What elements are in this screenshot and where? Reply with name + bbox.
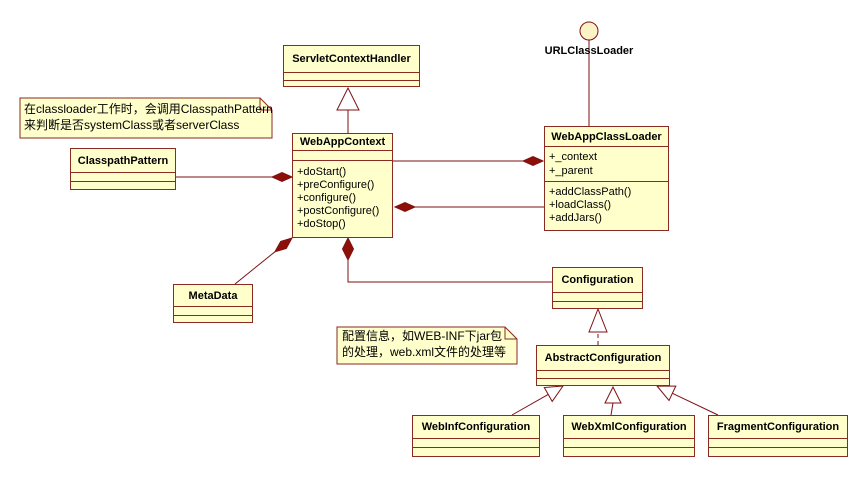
note-line: 在classloader工作时，会调用ClasspathPattern (24, 102, 273, 116)
class-attributes-compartment (174, 307, 252, 316)
class-methods-compartment: +addClassPath() +loadClass() +addJars() (545, 182, 668, 230)
interface-lollipop-circle (579, 21, 599, 41)
edge-webinfconfiguration-abstractconfiguration[interactable] (511, 385, 565, 416)
class-webxmlconfiguration[interactable]: WebXmlConfiguration (563, 415, 695, 457)
note-classloader-shape[interactable] (19, 97, 273, 139)
class-attributes-compartment: +_context +_parent (545, 147, 668, 182)
method: +addJars() (549, 212, 602, 224)
class-methods-compartment (537, 379, 669, 385)
class-webinfconfiguration[interactable]: WebInfConfiguration (412, 415, 540, 457)
class-attributes-compartment (564, 439, 694, 448)
class-webappcontext[interactable]: WebAppContext +doStart() +preConfigure()… (292, 133, 393, 238)
class-title: WebInfConfiguration (413, 416, 539, 439)
class-attributes-compartment (284, 73, 419, 81)
class-attributes-compartment (293, 151, 392, 161)
edge-abstractconfiguration-configuration[interactable] (588, 307, 608, 345)
edge-webappcontext-configuration[interactable] (341, 236, 553, 283)
class-title: AbstractConfiguration (537, 346, 669, 371)
class-methods-compartment (284, 81, 419, 86)
class-classpathpattern[interactable]: ClasspathPattern (70, 148, 176, 190)
class-title: MetaData (174, 285, 252, 307)
method: +configure() (297, 192, 357, 204)
class-metadata[interactable]: MetaData (173, 284, 253, 323)
edge-webappcontext-servletcontexthandler[interactable] (336, 86, 360, 133)
class-servletcontexthandler[interactable]: ServletContextHandler (283, 45, 420, 87)
method: +postConfigure() (297, 205, 380, 217)
note-classloader-text: 在classloader工作时，会调用ClasspathPattern 来判断是… (24, 101, 273, 133)
attribute: +_context (549, 151, 598, 163)
class-attributes-compartment (709, 439, 847, 448)
edge-classpathpattern-webappcontext[interactable] (176, 171, 294, 183)
class-title: WebAppClassLoader (545, 127, 668, 147)
class-title: Configuration (553, 268, 642, 293)
urlclassloader-interface-label: URLClassLoader (544, 45, 634, 57)
class-methods-compartment (71, 182, 175, 189)
class-title: ClasspathPattern (71, 149, 175, 173)
class-abstractconfiguration[interactable]: AbstractConfiguration (536, 345, 670, 386)
class-attributes-compartment (537, 371, 669, 379)
method: +doStart() (297, 166, 347, 178)
class-attributes-compartment (553, 293, 642, 302)
class-methods-compartment (564, 448, 694, 456)
class-methods-compartment: +doStart() +preConfigure() +configure() … (293, 161, 392, 237)
class-methods-compartment (553, 302, 642, 308)
class-title: WebAppContext (293, 134, 392, 151)
class-title: FragmentConfiguration (709, 416, 847, 439)
class-configuration[interactable]: Configuration (552, 267, 643, 309)
class-attributes-compartment (413, 439, 539, 448)
note-line: 配置信息，如WEB-INF下jar包 (342, 329, 502, 343)
edge-webappcontext-webappclassloader-owner[interactable] (393, 201, 544, 213)
attribute: +_parent (549, 165, 593, 177)
edge-webappcontext-metadata[interactable] (234, 237, 294, 285)
edge-fragmentconfiguration-abstractconfiguration[interactable] (655, 385, 719, 416)
class-methods-compartment (174, 316, 252, 322)
class-webappclassloader[interactable]: WebAppClassLoader +_context +_parent +ad… (544, 126, 669, 231)
class-title: WebXmlConfiguration (564, 416, 694, 439)
note-line: 来判断是否systemClass或者serverClass (24, 118, 240, 132)
method: +preConfigure() (297, 179, 375, 191)
method: +loadClass() (549, 199, 612, 211)
class-attributes-compartment (71, 173, 175, 182)
note-configuration-text: 配置信息，如WEB-INF下jar包 的处理，web.xml文件的处理等 (342, 328, 506, 360)
class-methods-compartment (413, 448, 539, 456)
class-title: ServletContextHandler (284, 46, 419, 73)
edge-webappclassloader-urlclassloader[interactable] (579, 21, 599, 126)
method: +addClassPath() (549, 186, 632, 198)
class-methods-compartment (709, 448, 847, 456)
edge-webappcontext-webappclassloader-context[interactable] (393, 155, 545, 167)
edge-webxmlconfiguration-abstractconfiguration[interactable] (604, 385, 622, 416)
class-fragmentconfiguration[interactable]: FragmentConfiguration (708, 415, 848, 457)
note-configuration-shape[interactable] (336, 326, 518, 365)
note-line: 的处理，web.xml文件的处理等 (342, 345, 507, 359)
method: +doStop() (297, 218, 346, 230)
